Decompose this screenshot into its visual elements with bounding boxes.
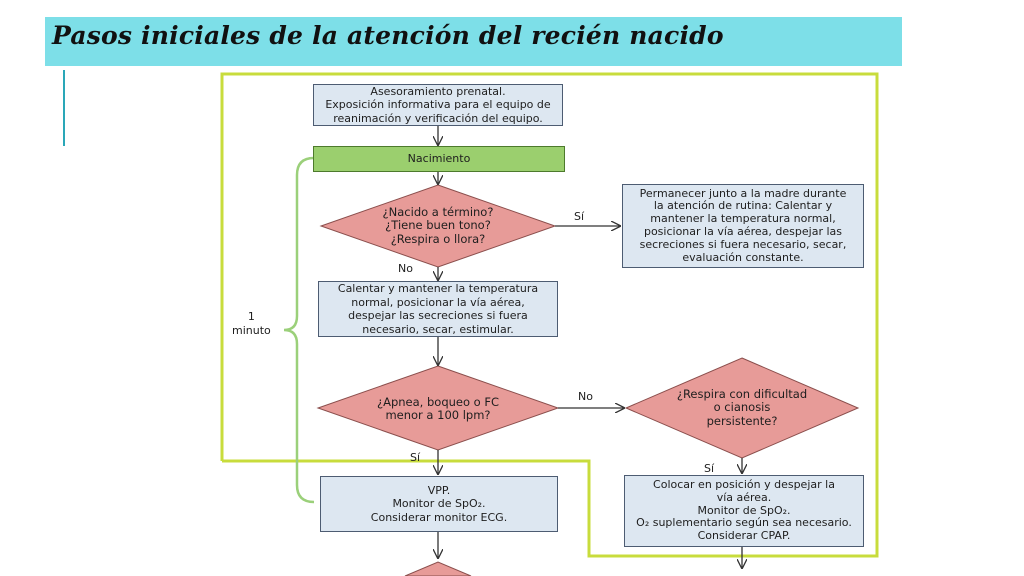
box-vpp: VPP. Monitor de SpO₂. Considerar monitor… [320, 476, 558, 532]
box-routine: Permanecer junto a la madre durante la a… [622, 184, 864, 268]
page-title: Pasos iniciales de la atención del recié… [52, 21, 724, 50]
question-breath: ¿Respira con dificultad o cianosis persi… [676, 386, 808, 428]
box-birth: Nacimiento [313, 146, 565, 172]
box-cpap: Colocar en posición y despejar la vía aé… [624, 475, 864, 547]
label-si-1: Sí [574, 210, 585, 223]
accent-line [63, 70, 65, 146]
frame-line [220, 72, 879, 558]
diamond-next [404, 561, 472, 576]
question-term: ¿Nacido a término? ¿Tiene buen tono? ¿Re… [382, 204, 494, 246]
label-si-2: Sí [410, 451, 421, 464]
box-warm: Calentar y mantener la temperatura norma… [318, 281, 558, 337]
question-apnea: ¿Apnea, boqueo o FC menor a 100 lpm? [376, 394, 500, 422]
label-si-3: Sí [704, 462, 715, 475]
label-no-1: No [398, 262, 413, 275]
label-minute: 1 minuto [232, 310, 271, 337]
title-bar [45, 17, 902, 66]
minute-brace [283, 156, 315, 504]
label-no-2: No [578, 390, 593, 403]
box-prenatal: Asesoramiento prenatal. Exposición infor… [313, 84, 563, 126]
